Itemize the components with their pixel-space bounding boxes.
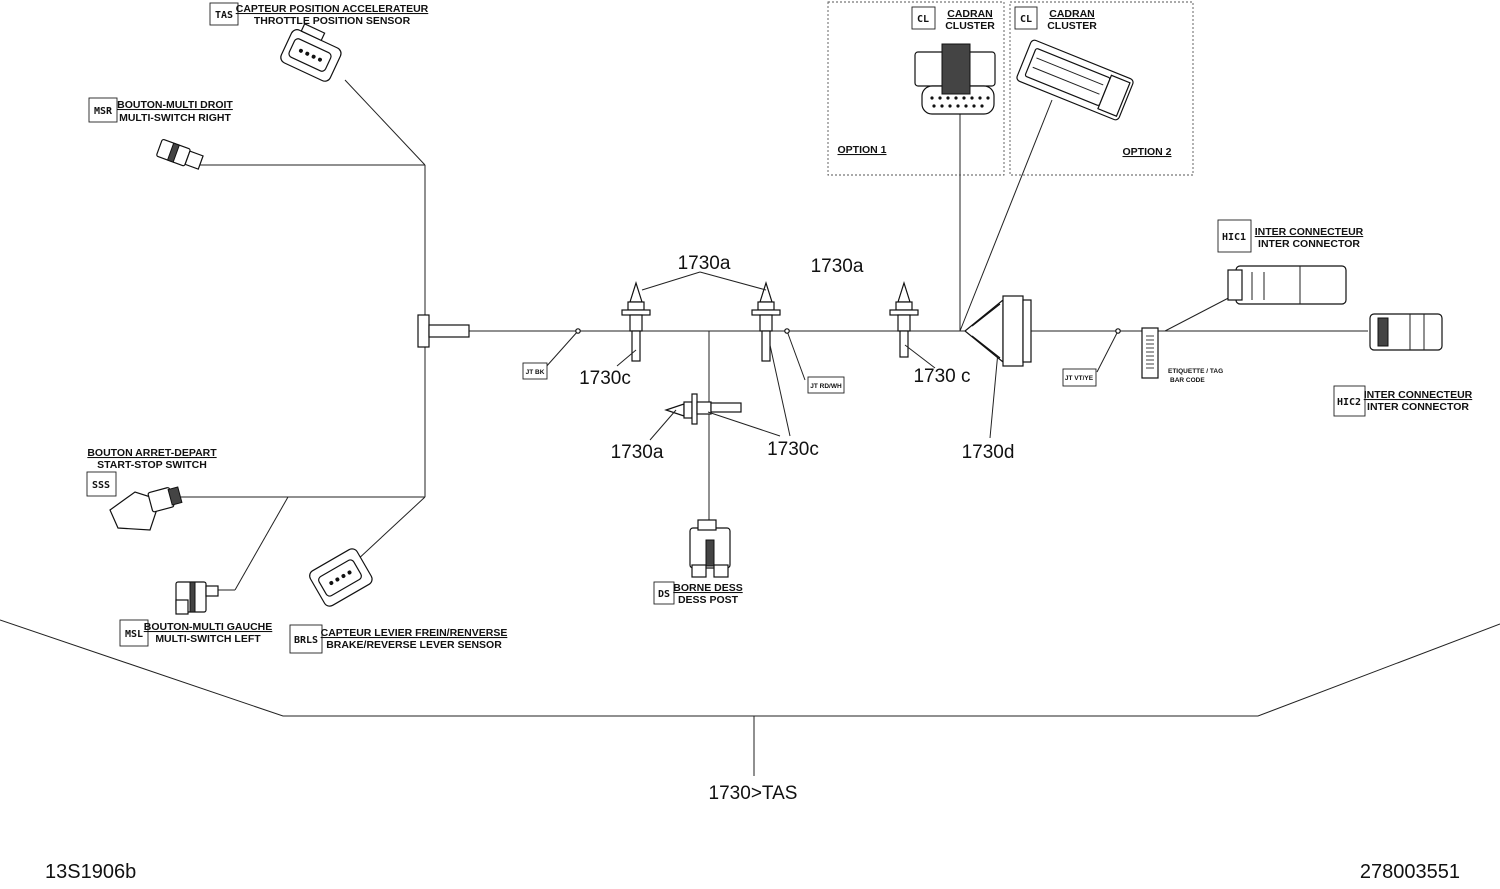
msr-connector — [156, 138, 204, 170]
t-junction — [417, 314, 470, 348]
brls-label-fr: CAPTEUR LEVIER FREIN/RENVERSE — [321, 627, 508, 639]
cl1-label-en: CLUSTER — [945, 20, 995, 32]
cl2-label-en: CLUSTER — [1047, 20, 1097, 32]
hic2-connector — [1369, 313, 1443, 351]
jt-rdwh-tag: JT RD/WH — [810, 383, 842, 390]
tas-label-fr: CAPTEUR POSITION ACCELERATEUR — [236, 3, 429, 15]
cl2-label-fr: CADRAN — [1049, 8, 1095, 20]
hic1-code: HIC1 — [1222, 232, 1246, 243]
tas-code: TAS — [215, 10, 233, 21]
barcode-label: BAR CODE — [1170, 377, 1205, 384]
sss-label-en: START-STOP SWITCH — [97, 459, 207, 471]
callout-assembly: 1730>TAS — [709, 783, 798, 804]
option1-label: OPTION 1 — [837, 144, 886, 156]
ds-label-en: DESS POST — [678, 594, 739, 606]
msr-code: MSR — [94, 106, 113, 117]
sss-label-fr: BOUTON ARRET-DEPART — [87, 447, 217, 459]
hic1-connector — [1227, 265, 1347, 305]
msr-label-fr: BOUTON-MULTI DROIT — [117, 99, 233, 111]
seal-plug-3 — [889, 281, 919, 358]
brls-label-en: BRAKE/REVERSE LEVER SENSOR — [326, 639, 502, 651]
code-boxes — [86, 2, 1366, 654]
msl-connector — [175, 581, 219, 615]
hic2-code: HIC2 — [1337, 397, 1361, 408]
option2-label: OPTION 2 — [1122, 146, 1171, 158]
callout-1730c-left: 1730c — [579, 368, 631, 389]
hic2-label-fr: INTER CONNECTEUR — [1364, 389, 1473, 401]
grommet-1730d — [964, 295, 1032, 367]
brls-connector — [309, 548, 373, 607]
assembly-bracket — [0, 619, 1500, 776]
etiquette-label: ETIQUETTE / TAG — [1168, 368, 1223, 375]
barcode-tag — [1141, 327, 1159, 379]
callout-1730c-right: 1730 c — [913, 366, 970, 387]
ref-left: 13S1906b — [45, 861, 136, 883]
msl-code: MSL — [125, 629, 143, 640]
cluster-option1-connector — [914, 43, 996, 115]
callout-1730d: 1730d — [962, 442, 1015, 463]
hic1-label-en: INTER CONNECTOR — [1258, 238, 1360, 250]
ds-code: DS — [658, 589, 670, 600]
msl-label-en: MULTI-SWITCH LEFT — [155, 633, 261, 645]
jt-vtye-tag: JT VT/YE — [1065, 375, 1094, 382]
callout-1730a-top-left: 1730a — [678, 253, 731, 274]
cl1-label-fr: CADRAN — [947, 8, 993, 20]
seal-plug-2 — [751, 281, 781, 362]
callout-1730a-bottom: 1730a — [611, 442, 664, 463]
hic1-label-fr: INTER CONNECTEUR — [1255, 226, 1364, 238]
msr-label-en: MULTI-SWITCH RIGHT — [119, 112, 231, 124]
cluster-option2-connector — [1016, 39, 1134, 121]
brls-code: BRLS — [294, 635, 318, 646]
msl-label-fr: BOUTON-MULTI GAUCHE — [144, 621, 273, 633]
seal-plug-horizontal — [664, 393, 742, 425]
cl1-code: CL — [917, 14, 929, 25]
option2-box — [1009, 1, 1194, 176]
ref-right: 278003551 — [1360, 861, 1460, 883]
tas-label-en: THROTTLE POSITION SENSOR — [254, 15, 411, 27]
option1-box — [827, 1, 1005, 176]
harness-wires — [180, 79, 1368, 591]
callout-1730c-bottom: 1730c — [767, 439, 819, 460]
callout-1730a-top-right: 1730a — [811, 256, 864, 277]
cl2-code: CL — [1020, 14, 1032, 25]
callout-leaders — [616, 271, 1001, 441]
hic2-label-en: INTER CONNECTOR — [1367, 401, 1469, 413]
ds-label-fr: BORNE DESS — [673, 582, 742, 594]
seal-plug-1 — [621, 281, 651, 362]
sss-code: SSS — [92, 480, 110, 491]
jt-bk-tag: JT BK — [526, 369, 545, 376]
sss-switch — [109, 486, 183, 531]
tas-connector — [280, 23, 342, 82]
ds-connector — [689, 519, 731, 578]
